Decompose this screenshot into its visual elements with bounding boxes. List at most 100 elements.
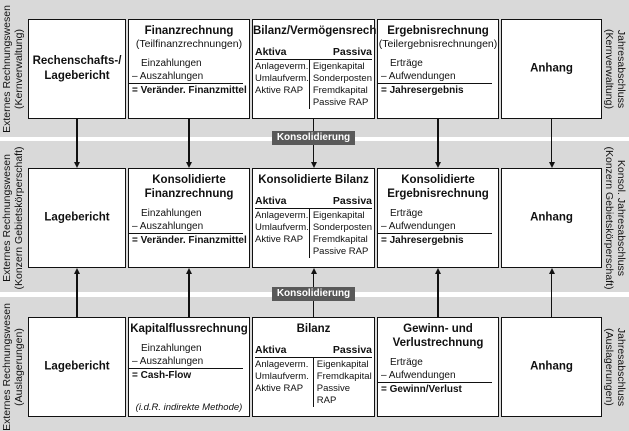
arrow-down-icon — [186, 162, 192, 168]
passiva-item: Fremdkapital — [316, 371, 372, 382]
balance-header: Aktiva Passiva — [255, 46, 372, 60]
passiva-item: Sonderposten — [312, 73, 373, 84]
calculation: Einzahlungen– Auszahlungen= Veränder. Fi… — [129, 57, 249, 97]
arrow-down-icon — [548, 162, 555, 168]
aktiva-label: Aktiva — [255, 195, 287, 207]
aktiva-column: Anlageverm.Umlaufverm.Aktive RAP — [255, 209, 310, 258]
box-title-line: Lagebericht — [44, 360, 110, 373]
calc-line: – Auszahlungen — [129, 220, 243, 234]
arrow-down-icon — [310, 162, 317, 168]
row-label-line: (Konzern Gebietskörperschaft) — [13, 146, 25, 290]
box-title-line: Konsolidierte Bilanz — [258, 174, 369, 186]
passiva-item: Eigenkapital — [312, 210, 365, 221]
aktiva-item: Aktive RAP — [255, 234, 304, 245]
arrow-up-icon — [548, 268, 555, 274]
statement-label-kernverwaltung: Jahresabschluss(Kernverwaltung) — [603, 29, 627, 109]
calc-result: = Cash-Flow — [132, 370, 192, 381]
calc-line: Einzahlungen — [141, 343, 202, 354]
row-label-line: (Kernverwaltung) — [13, 29, 25, 109]
statement-box: Anhang — [501, 317, 602, 417]
box-title-line: Verlustrechnung — [392, 337, 484, 349]
connector-line — [437, 274, 439, 317]
statement-label-line: Konsol. Jahresabschluss — [615, 159, 627, 277]
calculation: Erträge– Aufwendungen= Gewinn/Verlust — [378, 356, 498, 396]
aktiva-label: Aktiva — [255, 344, 287, 356]
statement-box: Lagebericht — [28, 317, 126, 417]
statement-label-line: Jahresabschluss — [615, 327, 627, 407]
aktiva-item: Umlaufverm. — [255, 222, 309, 233]
arrow-down-icon — [74, 162, 80, 168]
connector-line — [188, 274, 190, 317]
statement-box: Anhang — [501, 19, 602, 119]
box-title-line: Kapitalflussrechnung — [130, 323, 248, 335]
box-title: Anhang — [502, 211, 601, 226]
box-title: Bilanz/Vermögensrech. — [253, 24, 380, 38]
row-label-line: Externes Rechnungswesen — [1, 303, 13, 431]
statement-box: Lagebericht — [28, 168, 126, 268]
box-title: Anhang — [502, 360, 601, 375]
box-title-line: Bilanz — [296, 323, 331, 335]
passiva-item: Eigenkapital — [312, 61, 365, 72]
box-title-line: Rechenschafts-/ — [32, 55, 122, 67]
box-title: Konsolidierte Bilanz — [253, 173, 374, 187]
balance-header: Aktiva Passiva — [255, 344, 372, 358]
calculation: Einzahlungen– Auszahlungen= Cash-Flow — [129, 342, 249, 382]
row-label-line: Externes Rechnungswesen — [1, 154, 13, 282]
box-title-line: Ergebnisrechnung — [387, 25, 489, 37]
statement-label-line: (Auslagerungen) — [603, 328, 615, 406]
aktiva-item: Anlageverm. — [255, 359, 309, 370]
aktiva-column: Anlageverm.Umlaufverm.Aktive RAP — [255, 60, 310, 109]
aktiva-item: Anlageverm. — [255, 61, 309, 72]
konsolidierung-label-bottom: Konsolidierung — [272, 287, 355, 301]
statement-label-line: (Konzern Gebietskörperschaft) — [603, 146, 615, 290]
statement-box: Finanzrechnung(Teilfinanzrechnungen)Einz… — [128, 19, 250, 119]
box-title: Anhang — [502, 62, 601, 77]
aktiva-label: Aktiva — [255, 46, 287, 58]
passiva-label: Passiva — [332, 46, 372, 58]
calculation: Einzahlungen– Auszahlungen= Veränder. Fi… — [129, 207, 249, 247]
aktiva-item: Aktive RAP — [255, 383, 304, 394]
passiva-item: Fremdkapital — [312, 85, 368, 96]
statement-label-auslagerungen: Jahresabschluss(Auslagerungen) — [603, 328, 627, 406]
aktiva-item: Umlaufverm. — [255, 371, 309, 382]
connector-line — [188, 118, 190, 162]
connector-line — [76, 274, 78, 317]
statement-box: Ergebnisrechnung(Teilergebnisrechnungen)… — [377, 19, 499, 119]
box-title-line: Gewinn- und — [403, 323, 473, 335]
passiva-item: Passive RAP — [312, 97, 369, 108]
passiva-item: Fremdkapital — [312, 234, 368, 245]
arrow-up-icon — [74, 268, 80, 274]
box-title-line: Anhang — [530, 360, 573, 373]
passiva-item: Sonderposten — [312, 222, 373, 233]
box-title: Kapitalflussrechnung — [129, 322, 249, 336]
calc-line: – Aufwendungen — [378, 369, 492, 383]
passiva-item: Eigenkapital — [316, 359, 369, 370]
box-title-line: Anhang — [530, 62, 573, 75]
box-title-line: Lagebericht — [44, 211, 110, 224]
aktiva-column: Anlageverm.Umlaufverm.Aktive RAP — [255, 358, 314, 407]
arrow-up-icon — [310, 268, 317, 274]
passiva-item: Passive RAP — [316, 383, 351, 406]
row-label-kernverwaltung: Externes Rechnungswesen(Kernverwaltung) — [1, 5, 25, 133]
calc-result: = Veränder. Finanzmittel — [132, 85, 247, 96]
calc-line: – Auszahlungen — [129, 355, 243, 369]
box-title-line: Bilanz/Vermögensrech. — [253, 25, 380, 37]
box-title-line: Konsolidierte — [152, 174, 226, 186]
passiva-label: Passiva — [332, 344, 372, 356]
box-title-line: Finanzrechnung — [144, 25, 234, 37]
statement-label-line: Jahresabschluss — [615, 29, 627, 109]
